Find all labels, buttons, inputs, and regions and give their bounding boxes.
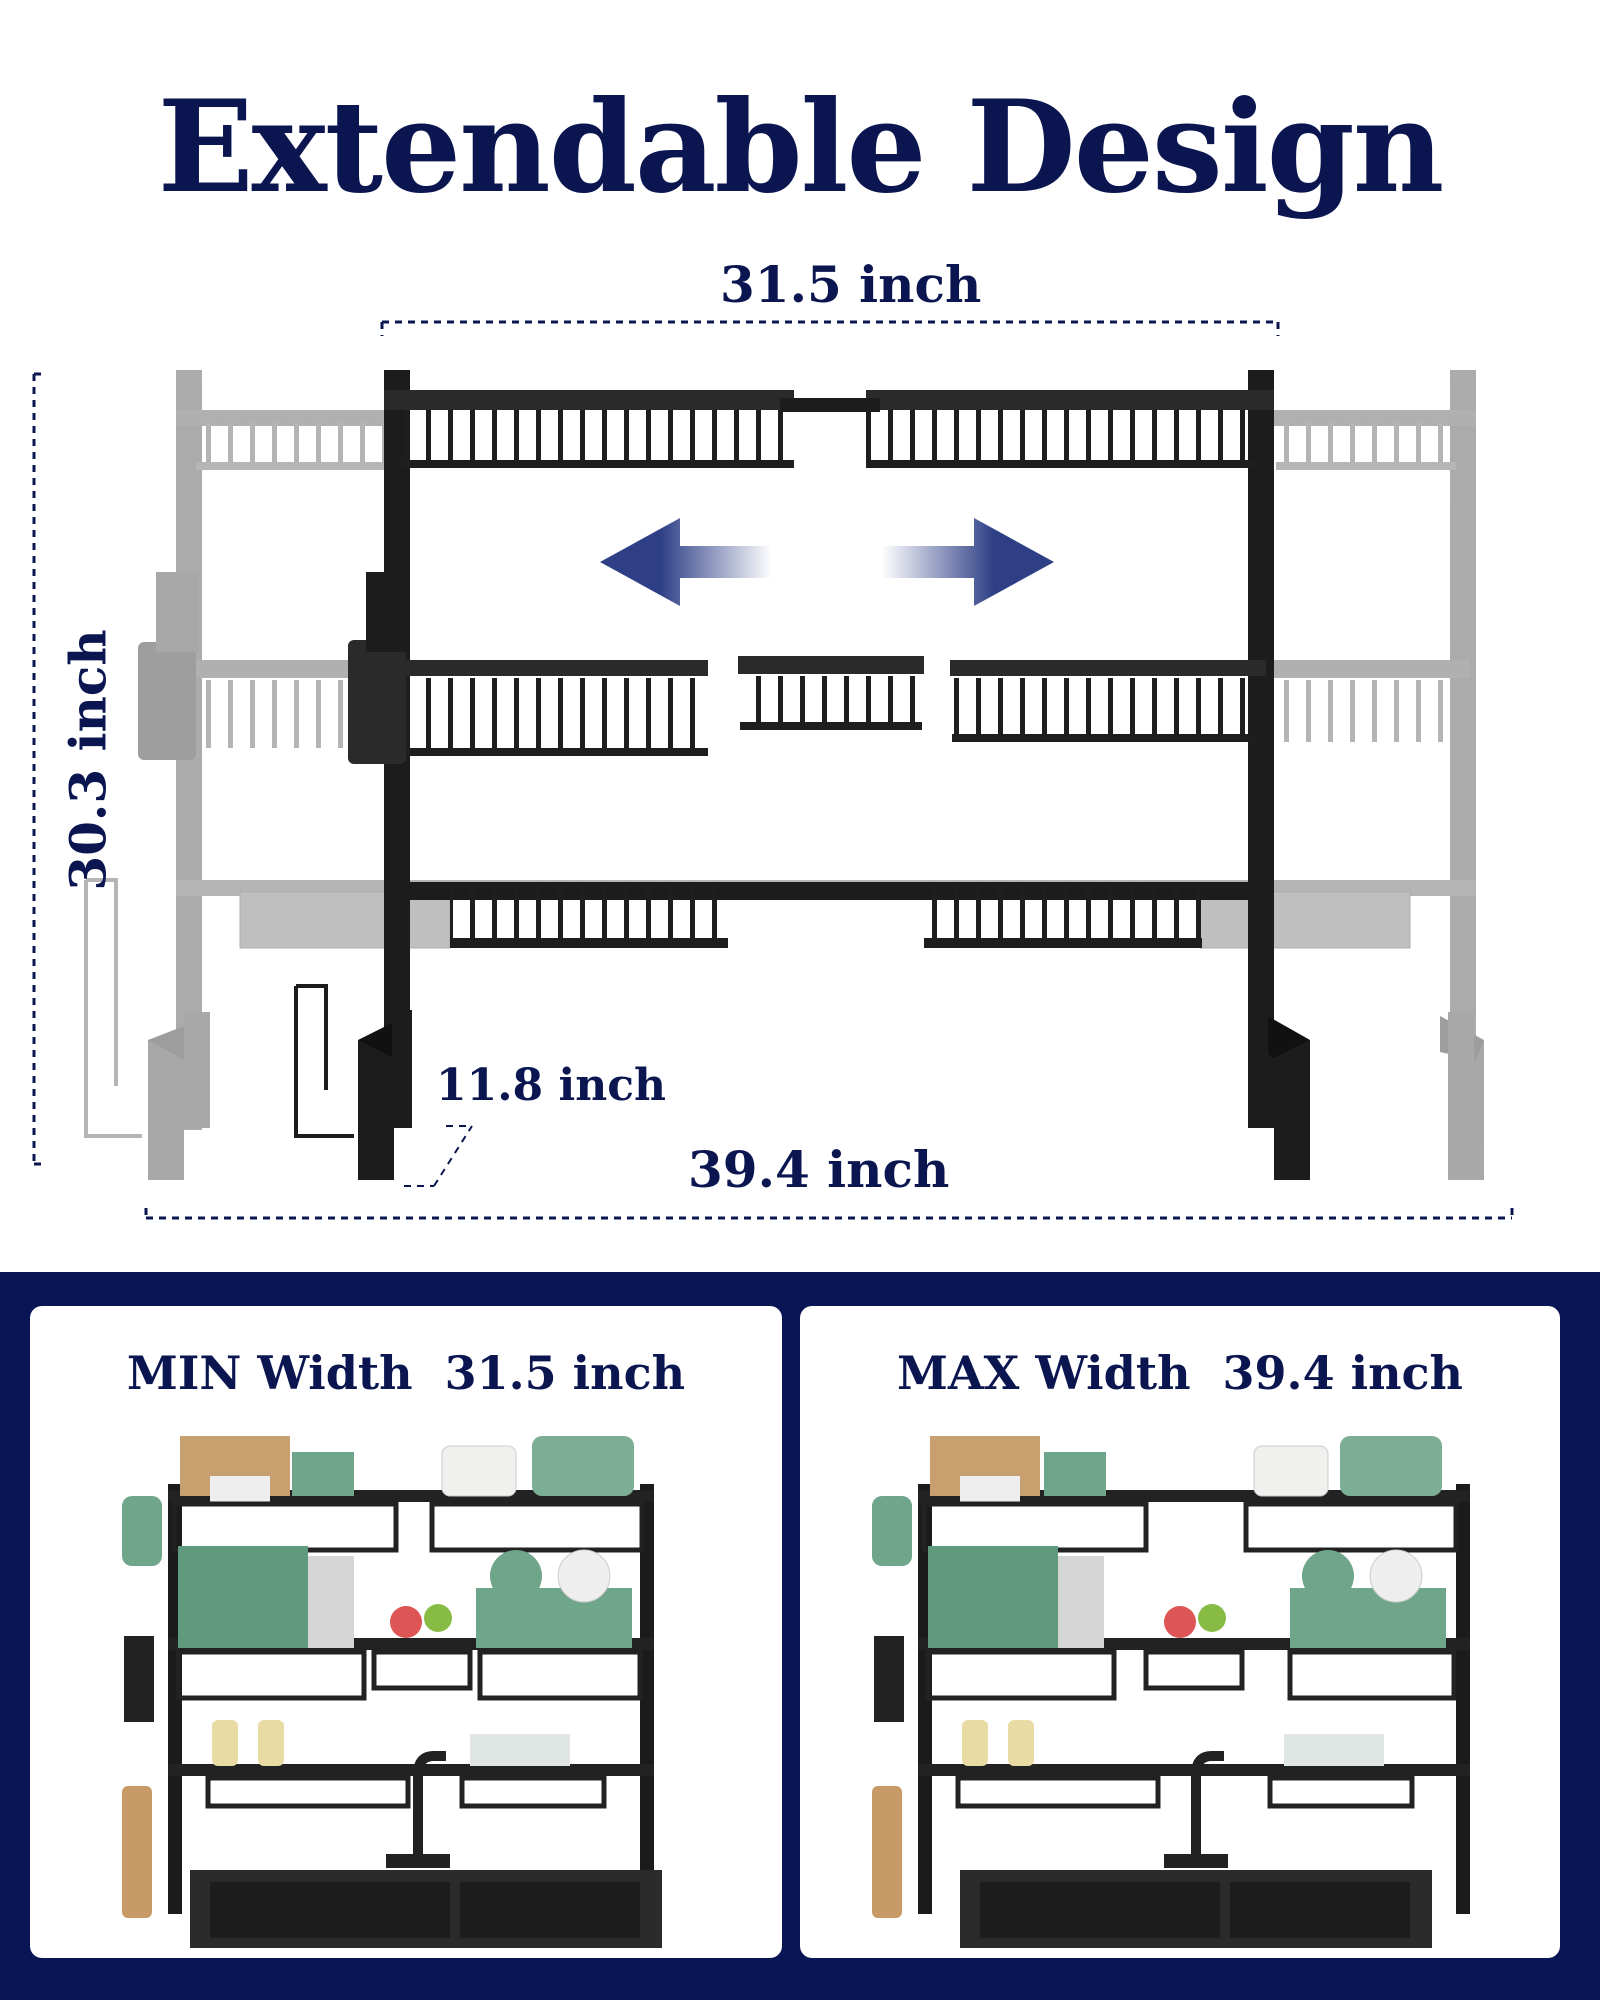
dimension-height: 30.3 inch (58, 629, 118, 891)
arrow-right-icon (882, 518, 1054, 606)
page-title: Extendable Design (157, 73, 1445, 221)
dimension-depth: 11.8 inch (436, 1060, 666, 1111)
dimension-lines (32, 320, 1514, 1220)
arrow-left-icon (600, 518, 772, 606)
max-rack-photo (872, 1436, 1470, 1948)
card-max-width: MAX Width 39.4 inch (800, 1306, 1560, 1958)
dimension-top-width: 31.5 inch (720, 255, 982, 314)
card-max-title: MAX Width 39.4 inch (897, 1346, 1463, 1400)
rack-illustration (32, 320, 1514, 1220)
card-min-title: MIN Width 31.5 inch (126, 1346, 686, 1400)
card-min-width: MIN Width 31.5 inch (30, 1306, 782, 1958)
dimension-bottom-width: 39.4 inch (688, 1140, 950, 1199)
rack-min-black (294, 370, 1310, 1180)
min-rack-photo (122, 1436, 662, 1948)
rack-extended-gray (84, 370, 1484, 1180)
